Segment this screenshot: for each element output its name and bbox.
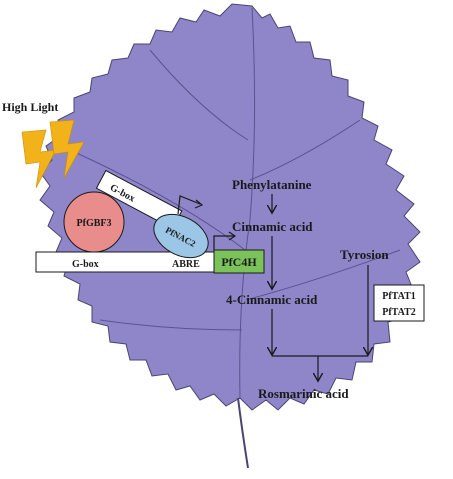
pfgbf3-node [63,191,125,253]
rosmarinic-acid-label: Rosmarinic acid [258,386,349,401]
pftat2-label: PfTAT2 [382,307,416,318]
cinnamic-acid-label: Cinnamic acid [232,219,313,234]
pftat-box [373,284,425,322]
tss-arrow-upper [177,195,201,215]
lightning-bolt-icon [49,119,85,179]
four-cinnamic-acid-label: 4-Cinnamic acid [226,292,318,307]
leaf-veins [69,7,401,399]
phenylalanine-label: Phenylatanine [232,177,312,192]
pfgbf3-label: PfGBF3 [77,218,112,229]
pfc4h-label: PfC4H [221,255,257,269]
high-light-label: High Light [2,100,58,114]
tyrosion-label: Tyrosion [340,247,389,262]
leaf-stem [237,397,249,469]
lightning-bolt-icon [21,129,57,189]
pfnac2-node [153,213,209,259]
leaf-shape [39,3,421,411]
tss-arrow-lower [213,235,234,252]
pfc4h-box [213,249,265,274]
abre-label: ABRE [172,259,200,270]
gbox-lower-label: G-box [72,259,99,270]
pftat1-label: PfTAT1 [382,291,416,302]
